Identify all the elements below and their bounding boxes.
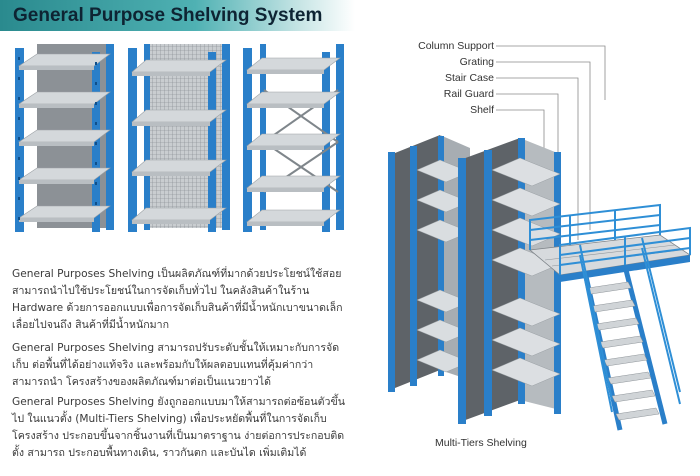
label-rail-guard: Rail Guard xyxy=(443,88,494,100)
solid-panel-shelving-image xyxy=(15,44,114,232)
description-paragraph-3: General Purposes Shelving ยังถูกออกแบบมา… xyxy=(12,394,350,462)
label-grating: Grating xyxy=(459,56,494,68)
diagram-caption: Multi-Tiers Shelving xyxy=(435,437,527,449)
description-text-1: General Purposes Shelving เป็นผลิตภัณฑ์ท… xyxy=(12,268,343,331)
label-column-support: Column Support xyxy=(418,40,494,52)
title-banner: General Purpose Shelving System xyxy=(0,0,355,31)
label-stair-case: Stair Case xyxy=(444,72,494,84)
description-text-2: General Purposes Shelving สามารถปรับระดั… xyxy=(12,342,340,388)
description-text-3: General Purposes Shelving ยังถูกออกแบบมา… xyxy=(12,396,345,459)
multi-tier-shelving-diagram xyxy=(388,45,692,431)
page-title: General Purpose Shelving System xyxy=(13,5,323,26)
label-shelf: Shelf xyxy=(470,104,494,116)
cross-braced-shelving-image xyxy=(243,44,344,232)
description-paragraph-2: General Purposes Shelving สามารถปรับระดั… xyxy=(12,340,350,391)
description-paragraph-1: General Purposes Shelving เป็นผลิตภัณฑ์ท… xyxy=(12,266,350,334)
mesh-panel-shelving-image xyxy=(128,44,230,232)
